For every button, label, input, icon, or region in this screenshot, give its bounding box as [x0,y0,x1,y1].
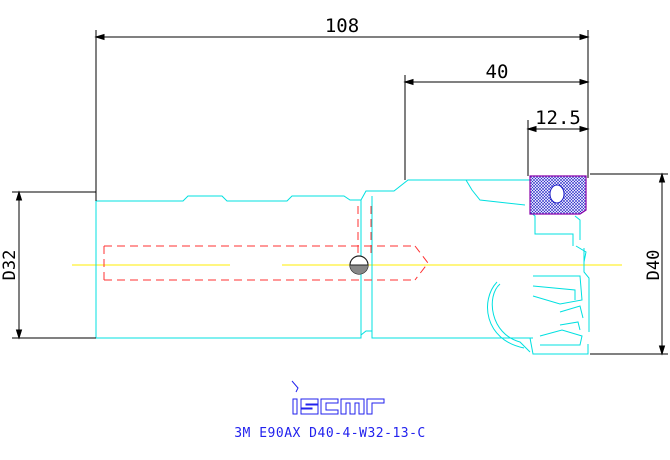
dim-flute-length: 40 [486,61,509,83]
iscar-logo [291,380,385,415]
coolant-bore-hidden [103,206,429,281]
dim-shank-diameter: D32 [0,250,20,281]
dim-insert-length: 12.5 [535,107,581,129]
tool-body-outline [95,179,590,355]
cross-hole-symbol [349,255,369,275]
dimension-lines [12,30,668,356]
tool-designation: 3M E90AX D40-4-W32-13-C [234,426,426,441]
cutting-insert [529,175,587,215]
dim-cutting-diameter: D40 [644,250,664,281]
dim-overall-length: 108 [325,15,359,37]
